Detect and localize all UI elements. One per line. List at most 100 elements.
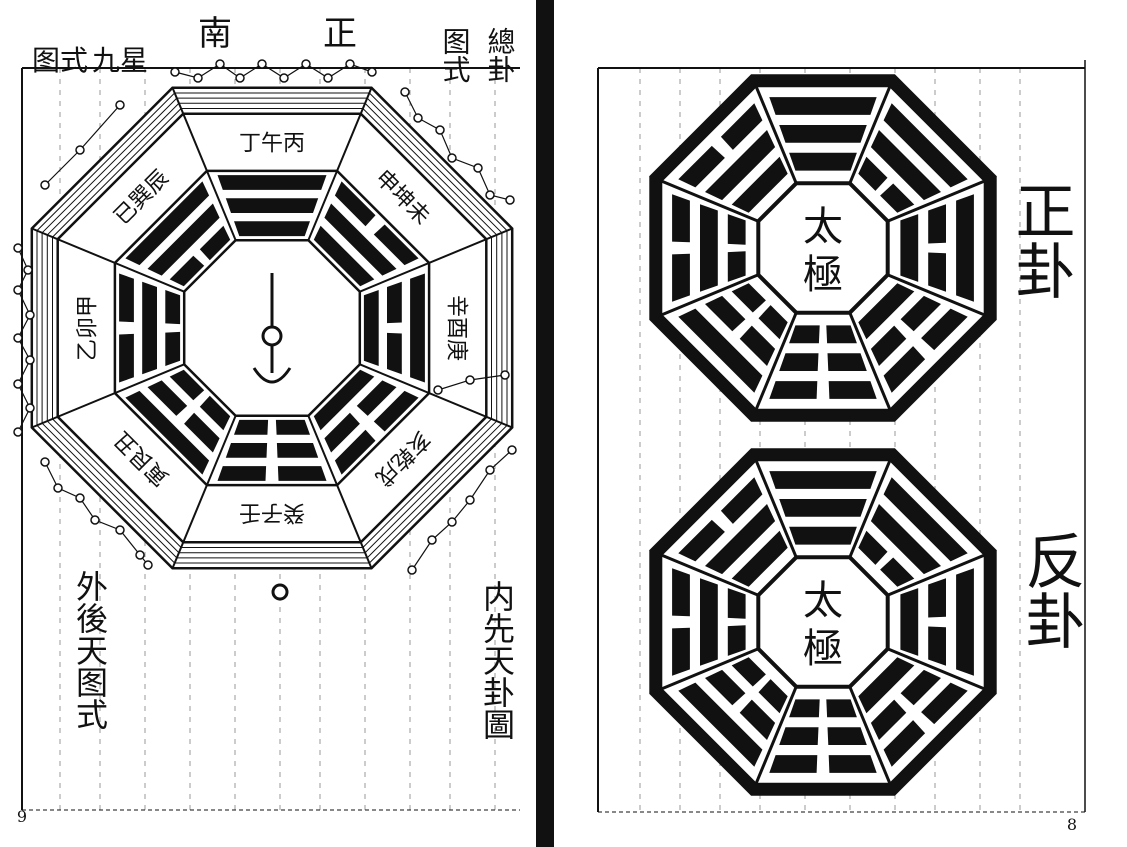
compass-trigram-line-broken <box>169 369 205 401</box>
heading-nan: 南 <box>198 14 232 54</box>
compass-trigram-line-broken <box>165 290 181 325</box>
taiji-trigram-line-broken <box>678 519 725 562</box>
chain-node <box>301 59 311 69</box>
chain-node <box>75 493 85 503</box>
taiji-trigram-line-solid <box>789 526 857 545</box>
right-page-frame <box>597 60 1086 813</box>
label-nine-star-col1: 图式 <box>32 44 88 77</box>
taiji-center-char-1: 太 <box>803 578 843 624</box>
chain-node <box>407 565 417 575</box>
taiji-trigram-line-broken <box>739 325 776 366</box>
compass-trigram-line-broken <box>217 466 267 481</box>
label-nine-star-line2: 九星 <box>92 44 148 77</box>
chain-node <box>505 195 515 205</box>
compass-trigram-line-broken <box>373 390 419 432</box>
taiji-trigram-line-broken <box>900 669 941 706</box>
label-nine-star-line1: 图式 <box>32 44 88 77</box>
taiji-divider <box>660 553 759 597</box>
compass-trigram-line-broken <box>373 224 419 266</box>
label-fangua: 反卦 <box>1015 530 1085 650</box>
taiji-trigram-line-solid <box>883 477 968 562</box>
taiji-trigram-line-broken <box>900 295 941 332</box>
taiji-divider <box>754 459 798 558</box>
chain-node <box>367 67 377 77</box>
taiji-trigram-line-solid <box>870 130 941 201</box>
chain-node <box>13 285 23 295</box>
taiji-trigram-line-solid <box>769 471 877 489</box>
compass-trigram-line-solid <box>410 273 425 383</box>
chain-node <box>215 59 225 69</box>
compass-trigram-line-broken <box>334 429 376 475</box>
page-number-left: 9 <box>17 807 27 826</box>
taiji-trigram-line-broken <box>769 381 818 399</box>
needle-pivot <box>261 325 283 347</box>
taiji-trigram-line-broken <box>928 578 946 618</box>
taiji-trigram-line-broken <box>880 557 915 587</box>
compass-trigram-line-solid <box>313 225 375 287</box>
chain-node <box>25 355 35 365</box>
sector-divider <box>31 227 185 293</box>
taiji-trigram-line-broken <box>928 252 946 292</box>
chain-node <box>143 560 153 570</box>
chain-node <box>507 445 517 455</box>
compass-trigram-line-broken <box>356 380 397 416</box>
taiji-divider <box>848 686 892 785</box>
sector-divider <box>31 363 185 429</box>
chain-node <box>465 495 475 505</box>
taiji-trigram-line-broken <box>789 699 820 718</box>
sector-divider <box>307 415 373 569</box>
octagon-fangua: 太極 <box>649 448 997 796</box>
taiji-trigram-line-broken <box>827 727 867 745</box>
compass-trigram-line-broken <box>225 443 268 458</box>
taiji-trigram-line-solid <box>779 499 867 517</box>
compass-trigram-line-solid <box>217 175 327 190</box>
ring-label-east: 乙卯甲 <box>75 295 100 361</box>
label-trigram-style-line1: 图式 <box>439 27 472 83</box>
chain-node <box>447 517 457 527</box>
taiji-divider <box>887 273 986 317</box>
compass-trigram-line-broken <box>334 181 376 227</box>
taiji-trigram-line-solid <box>900 214 919 282</box>
taiji-trigram-line-broken <box>727 251 746 282</box>
taiji-trigram-line-broken <box>826 699 857 718</box>
needle-hook <box>252 367 292 384</box>
taiji-trigram-line-broken <box>921 308 968 351</box>
chain-line <box>411 449 513 571</box>
chain-node <box>485 465 495 475</box>
chain-node <box>433 385 443 395</box>
taiji-trigram-line-solid <box>956 568 974 676</box>
compass-trigram-line-broken <box>387 281 402 324</box>
compass-trigram-line-solid <box>313 369 375 431</box>
taiji-divider <box>660 179 759 223</box>
taiji-trigram-line-broken <box>769 755 818 773</box>
page-number-right: 8 <box>1067 815 1077 834</box>
ring-label-south: 丁午丙 <box>239 131 305 156</box>
taiji-trigram-line-solid <box>883 103 968 188</box>
chain-node <box>13 379 23 389</box>
chain-line <box>174 63 373 79</box>
taiji-divider <box>848 459 892 558</box>
taiji-trigram-line-broken <box>779 727 819 745</box>
taiji-trigram-line-broken <box>827 353 867 371</box>
taiji-trigram-line-broken <box>883 720 926 767</box>
taiji-divider <box>754 686 798 785</box>
taiji-trigram-line-broken <box>720 477 763 524</box>
taiji-trigram-line-broken <box>727 625 746 656</box>
compass-trigram-line-broken <box>324 412 360 453</box>
taiji-divider <box>754 85 798 184</box>
chain-node <box>427 535 437 545</box>
compass-trigram-line-broken <box>387 332 402 375</box>
sector-divider <box>359 227 513 293</box>
taiji-trigram-line-broken <box>870 699 907 740</box>
taiji-trigram-line-broken <box>731 283 766 313</box>
taiji-trigram-line-solid <box>900 588 919 656</box>
taiji-trigram-line-broken <box>678 145 725 188</box>
chain-node <box>13 333 23 343</box>
sector-divider <box>307 87 373 241</box>
chain-node <box>40 180 50 190</box>
chain-node <box>75 145 85 155</box>
compass-trigram-line-broken <box>169 255 205 287</box>
compass-trigram-line-broken <box>277 466 327 481</box>
taiji-trigram-line-broken <box>758 305 788 340</box>
